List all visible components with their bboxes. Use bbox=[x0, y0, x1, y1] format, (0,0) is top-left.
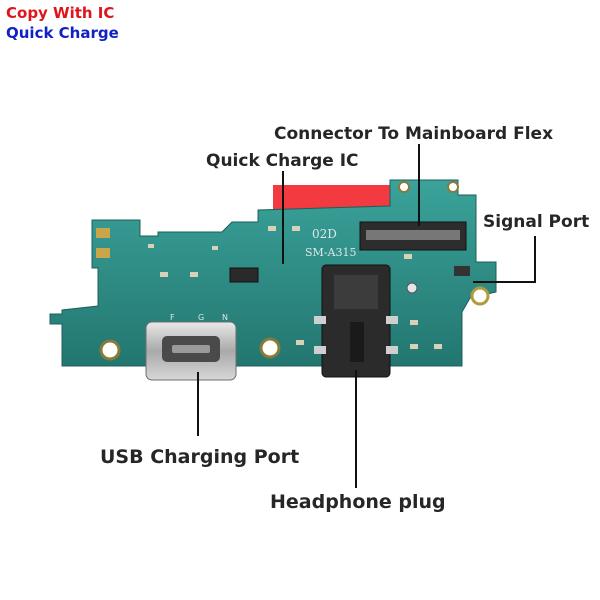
smd-component bbox=[404, 254, 412, 259]
small-hole bbox=[398, 181, 410, 193]
smd-component bbox=[296, 340, 304, 345]
board-marking-bottom: SM-A315 bbox=[305, 246, 356, 259]
usb-pin-label-g: G bbox=[198, 313, 204, 322]
smd-component bbox=[410, 344, 418, 349]
headphone-jack-contact bbox=[314, 316, 326, 324]
headphone-jack-contact bbox=[386, 316, 398, 324]
small-hole bbox=[447, 181, 459, 193]
callout-line-signal bbox=[473, 236, 536, 283]
signal-port-callout: Signal Port bbox=[483, 212, 590, 232]
smd-component bbox=[268, 226, 276, 231]
connector-pins bbox=[366, 230, 460, 240]
smd-component bbox=[292, 226, 300, 231]
usb-c-tongue bbox=[172, 345, 210, 353]
screw-hole-right bbox=[470, 286, 490, 306]
quick-charge-badge: Quick Charge bbox=[6, 24, 119, 42]
screw-hole-mid bbox=[259, 337, 281, 359]
quick-charge-ic-chip bbox=[229, 267, 259, 283]
smd-component bbox=[190, 272, 198, 277]
headphone-jack-contact bbox=[314, 346, 326, 354]
screw-hole-left bbox=[99, 339, 121, 361]
signal-port-pad bbox=[454, 266, 470, 276]
smd-component bbox=[212, 246, 218, 250]
headphone-jack-inner bbox=[334, 275, 378, 309]
smd-component bbox=[434, 344, 442, 349]
test-point bbox=[406, 282, 418, 294]
gold-pad bbox=[96, 228, 110, 238]
board-marking-top: 02D bbox=[312, 227, 337, 241]
headphone-jack-contact bbox=[386, 346, 398, 354]
usb-port-callout: USB Charging Port bbox=[100, 446, 300, 468]
smd-component bbox=[148, 244, 154, 248]
headphone-jack-opening bbox=[350, 322, 364, 362]
quick-charge-ic-callout: Quick Charge IC bbox=[206, 151, 359, 171]
connector-callout: Connector To Mainboard Flex bbox=[274, 124, 554, 144]
usb-pin-label-n: N bbox=[222, 313, 228, 322]
usb-pin-label-f: F bbox=[170, 313, 175, 322]
copy-with-ic-badge: Copy With IC bbox=[6, 4, 115, 22]
smd-component bbox=[410, 320, 418, 325]
gold-pad bbox=[96, 248, 110, 258]
headphone-callout: Headphone plug bbox=[270, 491, 446, 513]
smd-component bbox=[160, 272, 168, 277]
